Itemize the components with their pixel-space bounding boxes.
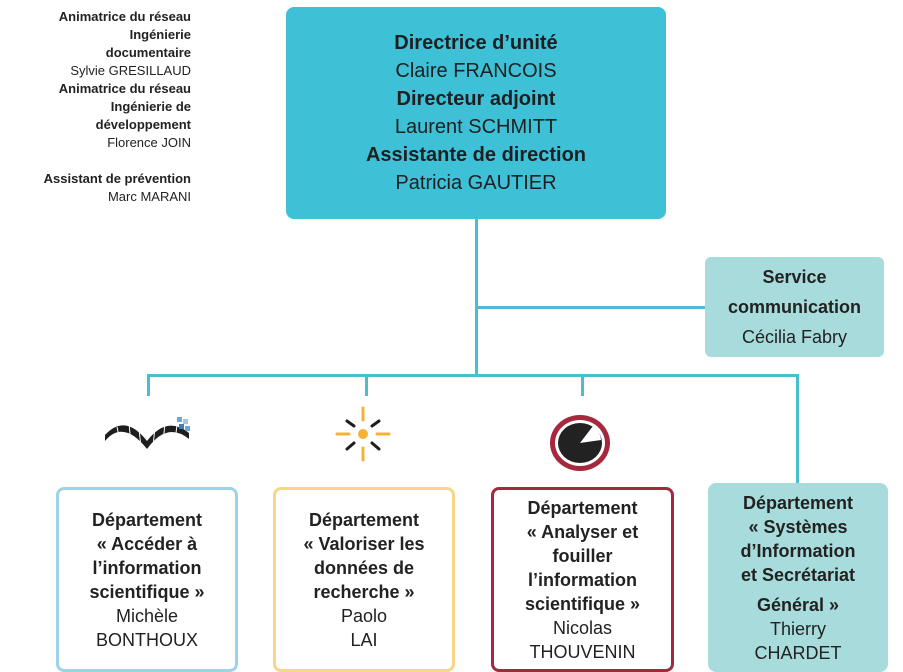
- connector-dept2: [365, 374, 368, 396]
- dept-label: Général »: [756, 594, 840, 615]
- dept-label: « Valoriser les: [303, 533, 425, 554]
- director-name: Claire FRANCOIS: [395, 60, 557, 82]
- dept-label: « Accéder à: [96, 533, 198, 554]
- dept-label: l’information: [92, 557, 202, 578]
- deputy-name: Laurent SCHMITT: [394, 116, 558, 138]
- dept-label: « Analyser et: [526, 521, 639, 542]
- director-box: Directrice d’unité Claire FRANCOIS Direc…: [286, 7, 666, 219]
- dept-label: scientifique »: [89, 581, 205, 602]
- dept-label: fouiller: [552, 545, 613, 566]
- staff-person: Sylvie GRESILLAUD: [70, 63, 191, 78]
- dept-head: LAI: [350, 629, 378, 650]
- connector-main-vertical: [475, 219, 478, 376]
- dept-label: d’Information: [740, 540, 856, 561]
- connector-dept3: [581, 374, 584, 396]
- grid-wave-icon: [105, 417, 190, 449]
- dept-label: scientifique »: [524, 593, 641, 614]
- dept-head: Michèle: [115, 605, 179, 626]
- connector-service: [475, 306, 705, 309]
- assistant-name: Patricia GAUTIER: [395, 172, 557, 194]
- deputy-title: Directeur adjoint: [396, 88, 556, 110]
- dept-head: Paolo: [340, 605, 388, 626]
- dept-label: l’information: [528, 569, 637, 590]
- staff-list: Animatrice du réseau Ingénierie document…: [1, 8, 191, 206]
- connector-dept1: [147, 374, 150, 396]
- dept-label: Département: [527, 497, 638, 518]
- connector-horizontal: [147, 374, 799, 377]
- staff-role: Ingénierie: [129, 27, 191, 42]
- dept-head: THOUVENIN: [529, 641, 636, 662]
- service-title: communication: [727, 297, 861, 317]
- service-communication-box: Service communication Cécilia Fabry: [705, 257, 884, 357]
- dept-head: BONTHOUX: [95, 629, 198, 650]
- department-box-4: Département « Systèmes d’Information et …: [708, 483, 888, 672]
- dept-head: CHARDET: [754, 642, 842, 663]
- department-box-2: Département « Valoriser les données de r…: [273, 487, 455, 672]
- staff-role: Animatrice du réseau: [58, 81, 191, 96]
- pie-circle-icon: [550, 415, 610, 471]
- dept-label: Département: [308, 509, 420, 530]
- staff-role: Animatrice du réseau: [58, 9, 191, 24]
- dept-label: et Secrétariat: [740, 564, 856, 585]
- staff-role: Assistant de prévention: [43, 171, 191, 186]
- dept-label: recherche »: [313, 581, 415, 602]
- staff-role: développement: [95, 117, 191, 132]
- dept-head: Nicolas: [552, 617, 613, 638]
- dept-label: Département: [742, 492, 854, 513]
- service-title: Service: [762, 267, 827, 287]
- dept-label: « Systèmes: [748, 516, 848, 537]
- dept-label: Département: [91, 509, 203, 530]
- staff-person: Florence JOIN: [107, 135, 191, 150]
- sun-burst-icon: [335, 406, 391, 462]
- department-box-1: Département « Accéder à l’information sc…: [56, 487, 238, 672]
- department-box-3: Département « Analyser et fouiller l’inf…: [491, 487, 674, 672]
- director-title: Directrice d’unité: [394, 32, 558, 54]
- staff-role: documentaire: [105, 45, 191, 60]
- dept-label: données de: [313, 557, 415, 578]
- staff-person: Marc MARANI: [107, 189, 191, 204]
- connector-dept4: [796, 374, 799, 484]
- staff-role: Ingénierie de: [110, 99, 191, 114]
- assistant-title: Assistante de direction: [365, 144, 587, 166]
- service-person: Cécilia Fabry: [741, 327, 848, 347]
- dept-head: Thierry: [769, 618, 826, 639]
